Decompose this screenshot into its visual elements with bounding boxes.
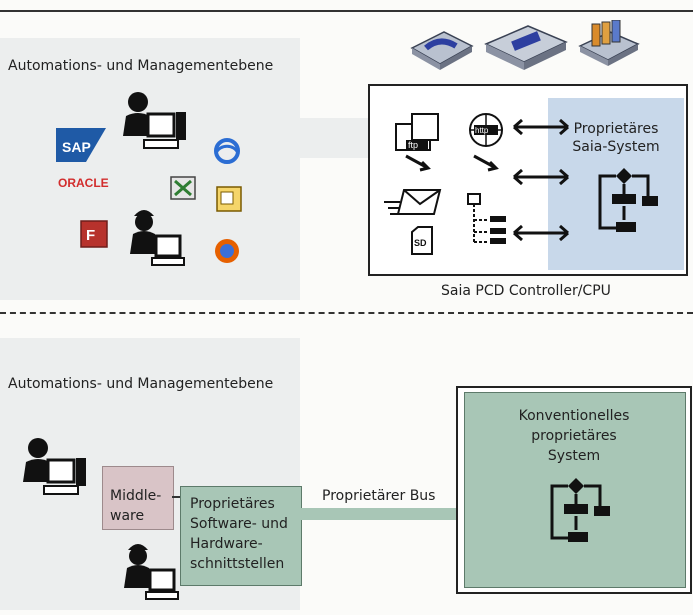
conventional-system-label: Konventionelles proprietäres System <box>464 406 684 466</box>
sd-card-icon: SD <box>410 226 434 256</box>
http-icon: http <box>456 110 512 172</box>
excel-icon <box>170 176 196 200</box>
middleware-line1: Middle- <box>110 488 162 504</box>
outlook-icon <box>216 186 242 212</box>
proprietary-sw-line3: Hardware- <box>190 536 263 552</box>
sd-text: SD <box>414 238 427 248</box>
saia-title-line1: Proprietäres <box>573 121 659 137</box>
arrow-1-icon <box>512 116 570 138</box>
sap-text: SAP <box>62 139 91 155</box>
flowchart-icon <box>586 166 660 238</box>
proprietary-sw-line1: Proprietäres <box>190 496 275 512</box>
saia-system-zone <box>548 98 684 270</box>
sap-logo-icon: SAP <box>56 128 110 162</box>
flowchart-bottom-icon <box>538 476 612 548</box>
conventional-line3: System <box>547 448 601 464</box>
proprietary-bus-label: Proprietärer Bus <box>322 488 436 504</box>
pcd-module-small-icon <box>410 28 474 72</box>
pcd-module-large-icon <box>484 22 568 72</box>
filezilla-icon: F <box>80 220 108 248</box>
middleware-line2: ware <box>110 508 145 524</box>
proprietary-interfaces-label: Proprietäres Software- und Hardware- sch… <box>190 494 288 574</box>
engineer-pc-bottom-icon <box>120 538 188 608</box>
proprietary-interfaces-box <box>180 486 302 586</box>
proprietary-sw-line4: schnittstellen <box>190 556 285 572</box>
user-pc-bottom-icon <box>18 434 96 506</box>
top-border <box>0 10 693 12</box>
email-icon <box>384 186 442 216</box>
pcd-module-rack-icon <box>576 20 642 70</box>
file-tree-icon <box>466 190 514 252</box>
engineer-pc-icon <box>126 204 194 274</box>
proprietary-bus-line <box>300 508 458 520</box>
proprietary-sw-line2: Software- und <box>190 516 288 532</box>
ftp-icon: ftp <box>394 110 450 172</box>
section-divider <box>0 312 693 314</box>
firefox-icon <box>212 236 242 266</box>
top-management-label: Automations- und Managementebene <box>8 58 274 74</box>
top-management-panel <box>0 38 300 300</box>
conventional-line1: Konventionelles <box>518 408 630 424</box>
top-link-band <box>300 118 370 158</box>
http-text: http <box>475 126 489 135</box>
arrow-3-icon <box>512 222 570 244</box>
saia-title-line2: Saia-System <box>572 139 660 155</box>
middleware-box <box>102 466 174 530</box>
oracle-logo: ORACLE <box>58 176 109 190</box>
controller-caption: Saia PCD Controller/CPU <box>441 283 611 299</box>
saia-system-title: Proprietäres Saia-System <box>552 120 680 156</box>
svg-text:F: F <box>86 227 95 244</box>
conventional-line2: proprietäres <box>531 428 617 444</box>
bottom-management-label: Automations- und Managementebene <box>8 376 274 392</box>
middleware-connector <box>172 496 182 498</box>
arrow-2-icon <box>512 166 570 188</box>
middleware-label: Middle- ware <box>110 486 161 526</box>
internet-explorer-icon <box>212 136 242 166</box>
user-pc-icon <box>118 88 196 160</box>
ftp-text: ftp <box>408 140 418 150</box>
